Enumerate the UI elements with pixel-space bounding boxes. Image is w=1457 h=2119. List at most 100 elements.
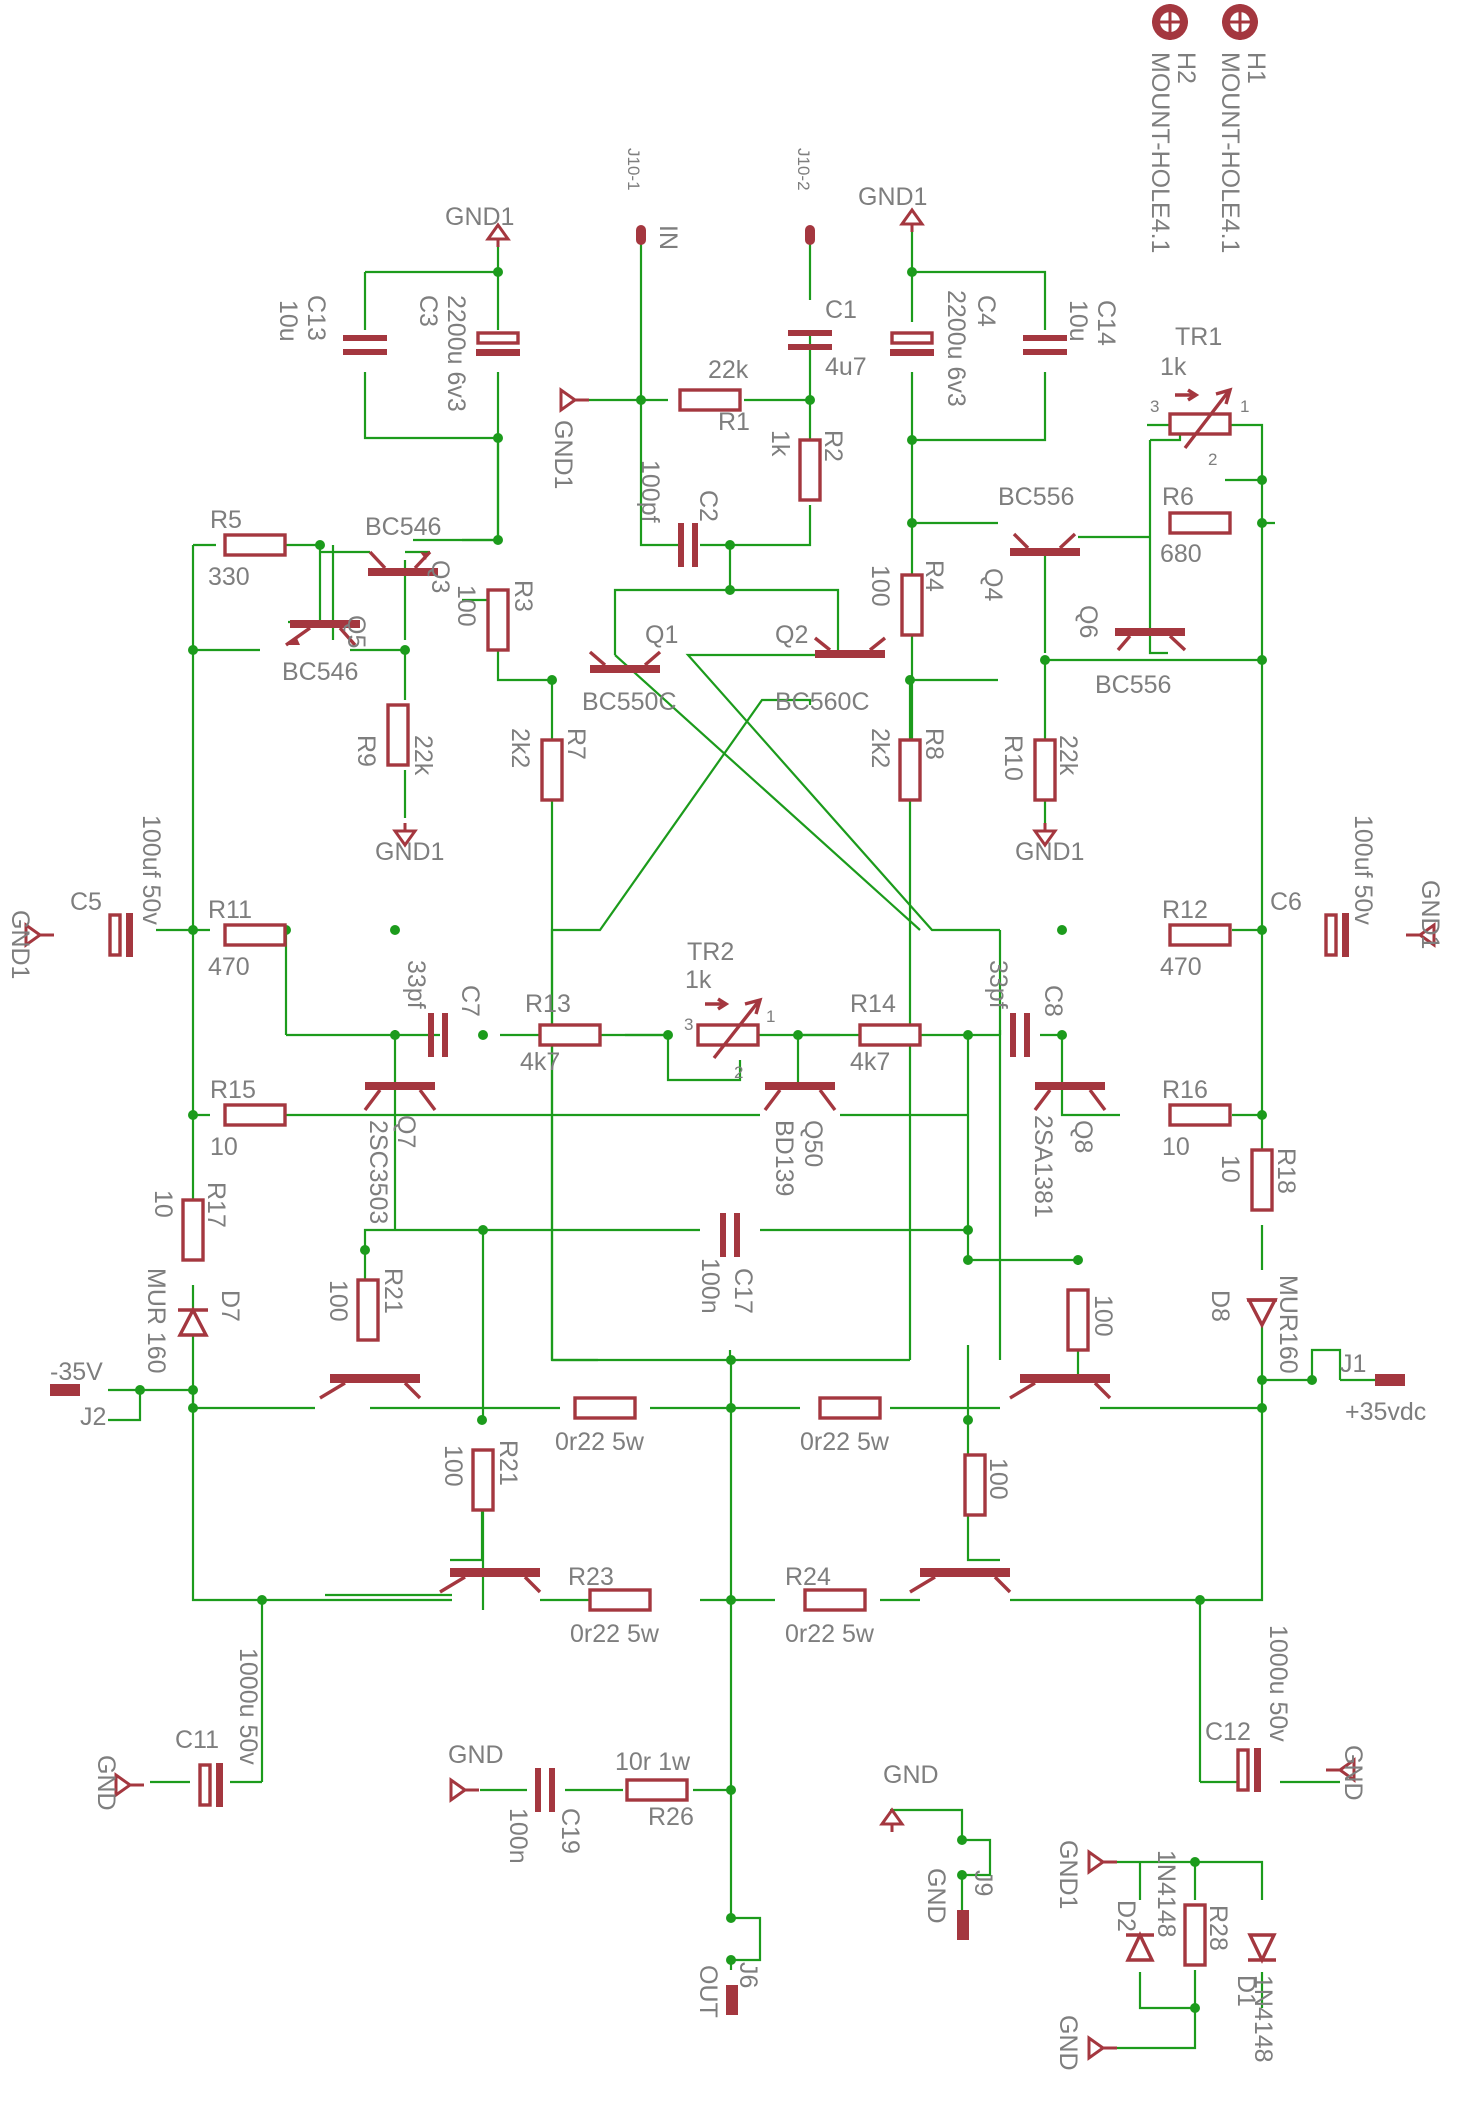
- diode-ref: D1: [1232, 1975, 1260, 2007]
- trimmer-ref: TR1: [1175, 323, 1222, 351]
- ground-label: GND1: [1015, 838, 1084, 866]
- res-ref: R3: [509, 580, 537, 612]
- cap-value: 4u7: [825, 353, 867, 381]
- res-ref: R16: [1162, 1076, 1208, 1104]
- res-value: 2k2: [506, 728, 534, 768]
- res-ref: R12: [1162, 896, 1208, 924]
- cap-ref: C13: [302, 295, 330, 341]
- cap-ref: C8: [1039, 985, 1067, 1017]
- res-value: 22k: [708, 356, 749, 384]
- connector-ref: J1: [1340, 1350, 1366, 1378]
- diode-value: MUR 160: [142, 1268, 170, 1374]
- res-ref: R23: [568, 1563, 614, 1591]
- diode-ref: D2: [1112, 1900, 1140, 1932]
- cap-value: 100uf 50v: [137, 815, 165, 925]
- res-ref: R24: [785, 1563, 831, 1591]
- transistor-ref: Q1: [645, 621, 678, 649]
- res-value: 1k: [766, 430, 794, 457]
- res-value: 0r22 5w: [555, 1428, 645, 1456]
- wire-net: [108, 225, 1375, 2050]
- res-ref: R15: [210, 1076, 256, 1104]
- diode-ref: D8: [1206, 1290, 1234, 1322]
- res-value: 10: [210, 1133, 238, 1161]
- res-value: 100: [439, 1445, 467, 1487]
- res-value: 100: [984, 1458, 1012, 1500]
- connector-value: +35vdc: [1345, 1398, 1426, 1426]
- res-ref: R11: [208, 896, 252, 924]
- res-ref: R5: [210, 506, 242, 534]
- connector-ref: J10-1: [624, 148, 643, 191]
- pin-number: 3: [684, 1015, 693, 1034]
- diode-ref: D7: [216, 1290, 244, 1322]
- cap-value: 1000u 50v: [1264, 1625, 1292, 1742]
- res-value: 100: [866, 565, 894, 607]
- res-ref: R1: [718, 408, 750, 436]
- trimmer-value: 1k: [1160, 353, 1187, 381]
- transistor-ref: Q7: [392, 1115, 420, 1148]
- ground-label: GND: [883, 1761, 939, 1789]
- cap-ref: C7: [456, 985, 484, 1017]
- transistor-value: BC560C: [775, 688, 870, 716]
- pin-number: 2: [734, 1063, 743, 1082]
- connector-value: IN: [654, 225, 682, 250]
- res-value: 100: [1089, 1295, 1117, 1337]
- mount-hole-value: MOUNT-HOLE4.1: [1146, 52, 1174, 253]
- res-ref: R10: [999, 735, 1027, 781]
- ground-label: GND: [1054, 2015, 1082, 2071]
- connector-value: OUT: [694, 1965, 722, 2018]
- cap-value: 33pf: [402, 960, 430, 1009]
- labels: GND1 GND1 GND1 GND1 GND1 GND1 GND1 GND G…: [6, 52, 1444, 2071]
- ground-label: GND1: [6, 910, 34, 979]
- res-value: 2k2: [866, 728, 894, 768]
- res-value: 100: [324, 1280, 352, 1322]
- cap-value: 100pf: [636, 460, 664, 523]
- cap-ref: C11: [175, 1726, 219, 1754]
- transistor-ref: Q50: [799, 1120, 827, 1167]
- junction-dots: [135, 267, 1317, 2013]
- transistor-value: 2SC3503: [364, 1120, 392, 1224]
- res-ref: R28: [1204, 1905, 1232, 1951]
- res-ref: R17: [202, 1182, 230, 1228]
- cap-ref: C4: [972, 295, 1000, 327]
- res-value: 22k: [409, 735, 437, 776]
- cap-value: 2200u 6v3: [442, 295, 470, 412]
- res-value: 10r 1w: [615, 1748, 691, 1776]
- cap-value: 100n: [504, 1808, 532, 1864]
- ground-label: GND1: [549, 420, 577, 489]
- cap-value: 100uf 50v: [1349, 815, 1377, 925]
- pin-number: 3: [1150, 397, 1159, 416]
- transistor-value: 2SA1381: [1029, 1115, 1057, 1218]
- connector-value: -35V: [50, 1358, 103, 1386]
- cap-ref: C14: [1092, 300, 1120, 346]
- cap-ref: C17: [729, 1268, 757, 1314]
- res-value: 470: [208, 953, 250, 981]
- pin-number: 1: [1240, 397, 1249, 416]
- res-value: 22k: [1054, 735, 1082, 776]
- cap-ref: C2: [694, 490, 722, 522]
- res-value: 10: [149, 1190, 177, 1218]
- transistor-value: BD139: [770, 1120, 798, 1196]
- pin-number: 1: [766, 1007, 775, 1026]
- res-ref: R21: [494, 1440, 522, 1486]
- transistor-ref: Q4: [979, 568, 1007, 601]
- res-ref: R14: [850, 990, 896, 1018]
- res-ref: R18: [1272, 1148, 1300, 1194]
- connector-ref: J9: [969, 1870, 997, 1896]
- mount-hole-value: MOUNT-HOLE4.1: [1216, 52, 1244, 253]
- res-value: 10: [1216, 1155, 1244, 1183]
- cap-value: 10u: [1064, 300, 1092, 342]
- transistor-ref: Q8: [1069, 1120, 1097, 1153]
- ground-label: GND: [922, 1868, 950, 1924]
- ground-label: GND1: [375, 838, 444, 866]
- mount-hole-ref: H1: [1242, 52, 1270, 84]
- ground-label: GND1: [1054, 1840, 1082, 1909]
- res-ref: R21: [379, 1268, 407, 1314]
- cap-ref: C5: [70, 888, 102, 916]
- transistor-value: BC546: [282, 658, 358, 686]
- res-ref: R7: [562, 728, 590, 760]
- diode-value: 1N4148: [1152, 1850, 1180, 1938]
- res-ref: R2: [819, 430, 847, 462]
- cap-value: 2200u 6v3: [942, 290, 970, 407]
